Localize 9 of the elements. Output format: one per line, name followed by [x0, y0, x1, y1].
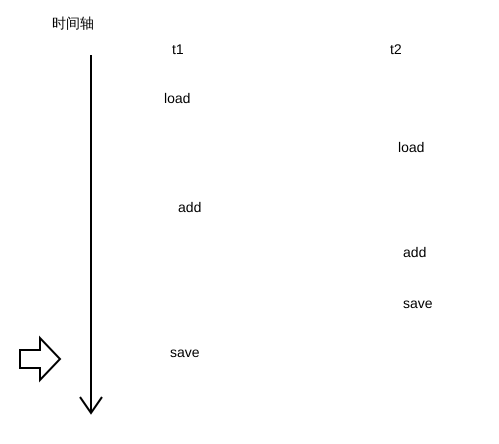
text-label: save	[403, 294, 433, 312]
text-label: 时间轴	[52, 14, 94, 32]
text-label: save	[170, 343, 200, 361]
text-label: add	[178, 198, 202, 216]
text-label: load	[164, 89, 190, 107]
text-label: load	[398, 138, 424, 156]
text-label: t1	[172, 40, 184, 58]
text-label: t2	[390, 40, 402, 58]
text-label: add	[403, 243, 426, 261]
